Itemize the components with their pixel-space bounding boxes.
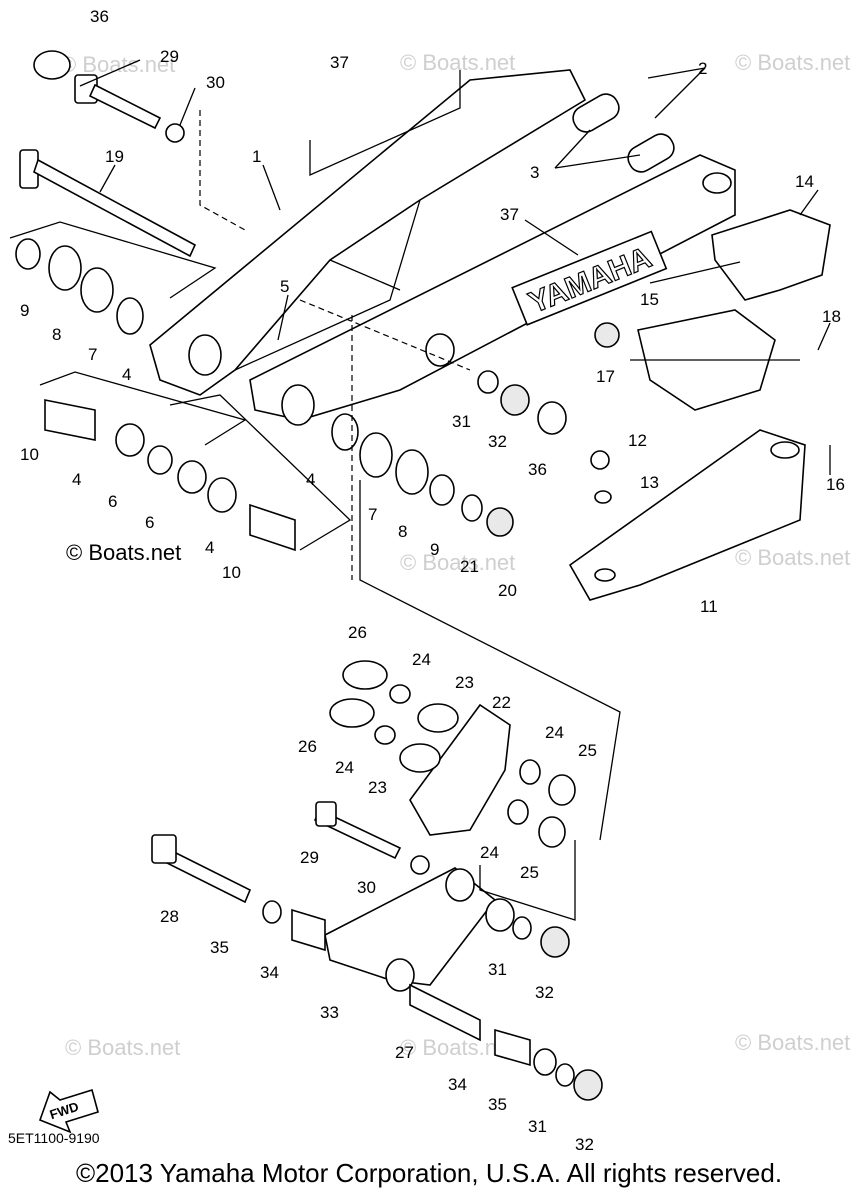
callout-19: 19 bbox=[105, 147, 124, 166]
callout-22: 22 bbox=[492, 693, 511, 712]
callout-4: 4 bbox=[205, 538, 214, 557]
callout-23: 23 bbox=[455, 673, 474, 692]
callout-16: 16 bbox=[826, 475, 845, 494]
callout-30: 30 bbox=[357, 878, 376, 897]
callout-8: 8 bbox=[52, 325, 61, 344]
callout-27: 27 bbox=[395, 1043, 414, 1062]
callout-2: 2 bbox=[698, 59, 707, 78]
callout-24: 24 bbox=[480, 843, 499, 862]
callout-21: 21 bbox=[460, 557, 479, 576]
callout-4: 4 bbox=[122, 365, 131, 384]
callout-9: 9 bbox=[430, 540, 439, 559]
diagram-code: 5ET1100-9190 bbox=[8, 1130, 100, 1146]
callout-31: 31 bbox=[528, 1117, 547, 1136]
callout-26: 26 bbox=[298, 737, 317, 756]
callout-32: 32 bbox=[488, 432, 507, 451]
left-bearing-stack bbox=[15, 238, 296, 552]
watermark: © Boats.net bbox=[400, 550, 515, 575]
callout-37: 37 bbox=[500, 205, 519, 224]
callout-10: 10 bbox=[20, 445, 39, 464]
callout-14: 14 bbox=[795, 172, 814, 191]
watermark: © Boats.net bbox=[65, 1035, 180, 1060]
pivot-shafts bbox=[19, 50, 197, 258]
callout-1: 1 bbox=[252, 147, 261, 166]
copyright-notice: ©2013 Yamaha Motor Corporation, U.S.A. A… bbox=[75, 1158, 783, 1188]
watermark: © Boats.net bbox=[60, 52, 175, 77]
linkage-group bbox=[151, 660, 603, 1101]
callout-24: 24 bbox=[545, 723, 564, 742]
callout-32: 32 bbox=[535, 983, 554, 1002]
callout-9: 9 bbox=[20, 301, 29, 320]
callout-29: 29 bbox=[300, 848, 319, 867]
callout-33: 33 bbox=[320, 1003, 339, 1022]
callout-11: 11 bbox=[700, 597, 718, 616]
callout-12: 12 bbox=[628, 431, 647, 450]
callout-5: 5 bbox=[280, 277, 289, 296]
forward-arrow-icon: FWD bbox=[38, 1088, 99, 1134]
callout-6: 6 bbox=[145, 513, 154, 532]
callout-35: 35 bbox=[210, 938, 229, 957]
callout-34: 34 bbox=[260, 963, 279, 982]
callout-32: 32 bbox=[575, 1135, 594, 1154]
callout-3: 3 bbox=[530, 163, 539, 182]
callout-23: 23 bbox=[368, 778, 387, 797]
callout-4: 4 bbox=[306, 470, 315, 489]
watermark-dark: © Boats.net bbox=[66, 540, 181, 565]
swingarm: YAMAHA bbox=[149, 69, 736, 426]
callout-24: 24 bbox=[412, 650, 431, 669]
callout-6: 6 bbox=[108, 492, 117, 511]
callout-13: 13 bbox=[640, 473, 659, 492]
watermark-group: © Boats.net © Boats.net © Boats.net © Bo… bbox=[60, 50, 850, 1060]
callout-25: 25 bbox=[520, 863, 539, 882]
callout-35: 35 bbox=[488, 1095, 507, 1114]
callout-10: 10 bbox=[222, 563, 241, 582]
callout-15: 15 bbox=[640, 290, 659, 309]
watermark: © Boats.net bbox=[400, 50, 515, 75]
callout-29: 29 bbox=[160, 47, 179, 66]
callout-labels: 36 29 30 37 2 3 19 1 14 37 5 15 18 9 8 7… bbox=[20, 7, 845, 1154]
callout-28: 28 bbox=[160, 907, 179, 926]
watermark: © Boats.net bbox=[735, 545, 850, 570]
callout-4: 4 bbox=[72, 470, 81, 489]
callout-8: 8 bbox=[398, 522, 407, 541]
callout-36: 36 bbox=[528, 460, 547, 479]
callout-20: 20 bbox=[498, 581, 517, 600]
chain-support-arm bbox=[568, 429, 806, 601]
callout-7: 7 bbox=[368, 505, 377, 524]
watermark: © Boats.net bbox=[735, 50, 850, 75]
callout-30: 30 bbox=[206, 73, 225, 92]
callout-34: 34 bbox=[448, 1075, 467, 1094]
right-bearing-stack bbox=[331, 322, 620, 537]
leader-lines bbox=[9, 59, 831, 921]
callout-31: 31 bbox=[488, 960, 507, 979]
callout-25: 25 bbox=[578, 741, 597, 760]
callout-24: 24 bbox=[335, 758, 354, 777]
callout-36: 36 bbox=[90, 7, 109, 26]
callout-18: 18 bbox=[822, 307, 841, 326]
callout-7: 7 bbox=[88, 345, 97, 364]
callout-26: 26 bbox=[348, 623, 367, 642]
watermark: © Boats.net bbox=[735, 1030, 850, 1055]
callout-31: 31 bbox=[452, 412, 471, 431]
callout-17: 17 bbox=[596, 367, 615, 386]
callout-37: 37 bbox=[330, 53, 349, 72]
